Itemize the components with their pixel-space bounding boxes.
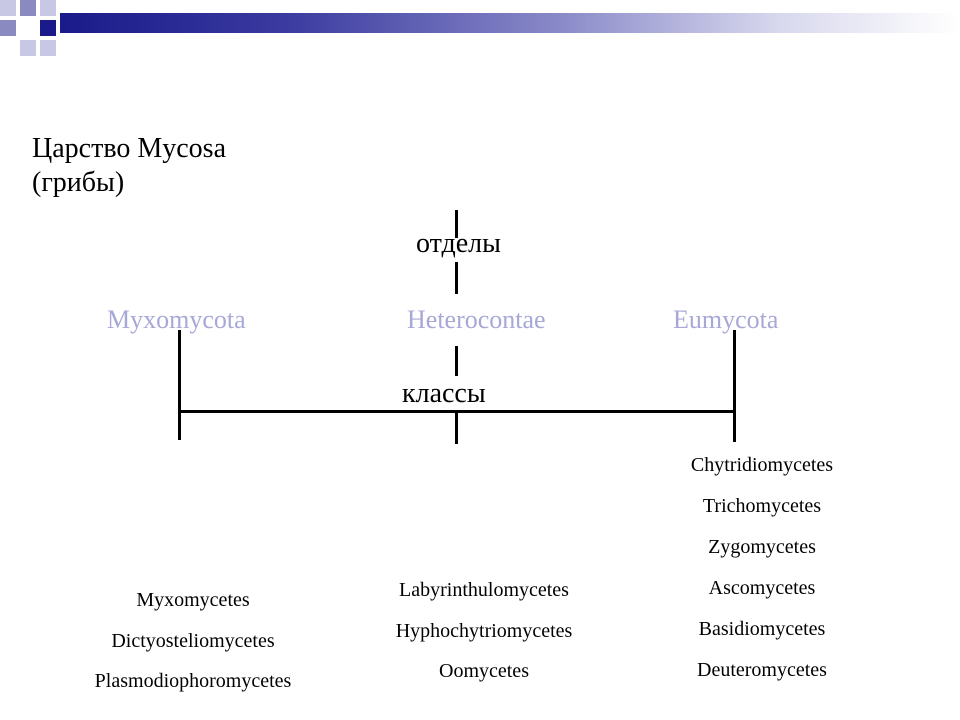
list-item: Oomycetes	[439, 660, 529, 682]
label-klassy: классы	[402, 378, 486, 409]
classes-eumycota: Chytridiomycetes Trichomycetes Zygomycet…	[632, 445, 892, 691]
connector-right	[733, 330, 736, 442]
division-heterocontae: Heterocontae	[407, 305, 546, 334]
division-myxomycota: Myxomycota	[107, 305, 246, 334]
connector-mid-upper	[455, 346, 458, 376]
list-item: Ascomycetes	[708, 577, 816, 599]
list-item: Trichomycetes	[702, 495, 822, 517]
decor-square	[40, 20, 56, 36]
connector-left	[178, 330, 181, 440]
list-item: Myxomycetes	[136, 589, 250, 611]
list-item: Chytridiomycetes	[690, 454, 834, 476]
decor-square	[0, 0, 16, 16]
classes-heterocontae: Labyrinthulomycetes Hyphochytriomycetes …	[344, 570, 624, 692]
decor-square	[20, 40, 36, 56]
title-line-2: (грибы)	[32, 167, 125, 198]
connector-mid-lower	[455, 412, 458, 444]
list-item: Dictyosteliomycetes	[111, 629, 275, 652]
title-line-1: Царство Mycosa	[32, 133, 226, 164]
connector-top-lower	[455, 262, 458, 294]
decor-square	[40, 0, 56, 16]
class-bar	[178, 410, 736, 413]
list-item: Deuteromycetes	[697, 659, 827, 681]
decor-square	[20, 0, 36, 16]
connector-top-upper	[455, 210, 458, 238]
label-otdely: отделы	[416, 228, 501, 259]
page-title: Царство Mycosa (грибы)	[32, 132, 226, 200]
header-bar	[60, 13, 960, 33]
decor-square	[40, 40, 56, 56]
list-item: Plasmodiophoromycetes	[94, 670, 292, 692]
division-eumycota: Eumycota	[673, 305, 779, 334]
list-item: Hyphochytriomycetes	[395, 619, 573, 642]
list-item: Zygomycetes	[708, 536, 816, 558]
list-item: Labyrinthulomycetes	[399, 579, 569, 601]
classes-myxomycota: Myxomycetes Dictyosteliomycetes Plasmodi…	[53, 580, 333, 702]
list-item: Basidiomycetes	[698, 618, 826, 640]
decor-square	[0, 20, 16, 36]
